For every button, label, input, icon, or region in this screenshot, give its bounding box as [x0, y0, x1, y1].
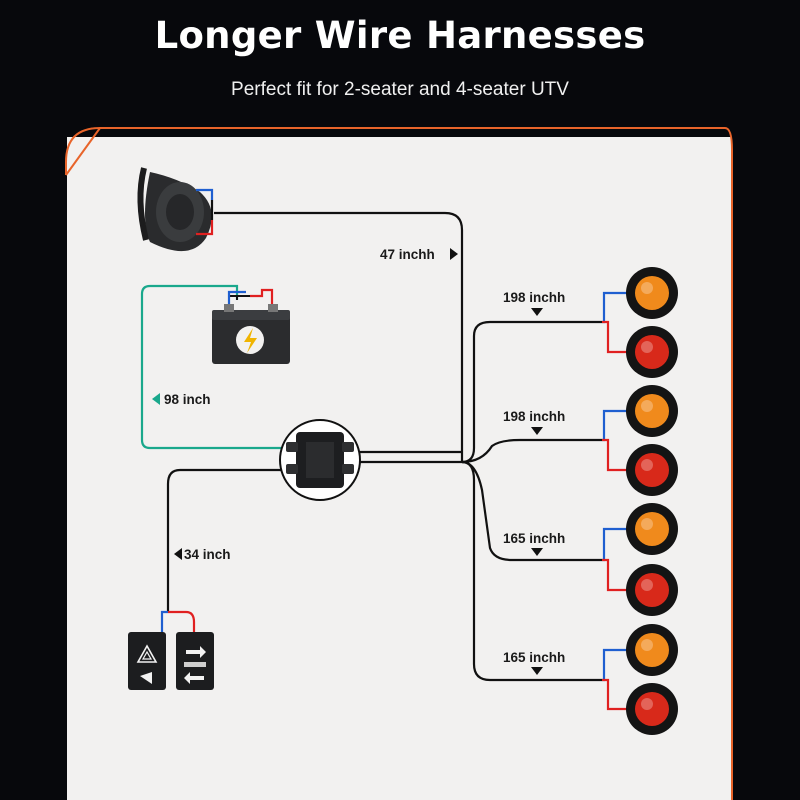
horn-wire-arrow [450, 248, 458, 260]
black-wires [166, 211, 602, 682]
switch-wire-label: 34 inch [184, 547, 231, 562]
red-wire [602, 438, 628, 472]
amber-light-icon [626, 385, 678, 437]
light-group-3-label: 165 inchh [503, 531, 565, 546]
horn-icon [137, 167, 214, 252]
red-light-icon [626, 326, 678, 378]
red-light-icon [626, 444, 678, 496]
red-wire [602, 678, 628, 711]
light-group-4-label: 165 inchh [503, 650, 565, 665]
wire-labels: 47 inchh 98 inch 34 inch 198 inchh 198 i… [152, 247, 565, 675]
red-wire [602, 320, 628, 354]
accent-border-cut [65, 127, 101, 176]
light-group-1-label: 198 inchh [503, 290, 565, 305]
light-group-4-arrow [531, 667, 543, 675]
page-subtitle: Perfect fit for 2-seater and 4-seater UT… [231, 79, 569, 100]
battery-wire-arrow [152, 393, 160, 405]
hazard-switch-icon [128, 632, 166, 690]
light-group-3-arrow [531, 548, 543, 556]
horn-wire-label: 47 inchh [380, 247, 435, 262]
rocker-switches [128, 610, 214, 690]
turn-signal-switch-icon [176, 632, 214, 690]
marker-lights [626, 267, 678, 735]
red-wire [602, 558, 628, 592]
amber-light-icon [626, 503, 678, 555]
battery-wire-label: 98 inch [164, 392, 211, 407]
accent-border-left [65, 127, 733, 800]
amber-light-icon [626, 624, 678, 676]
battery-icon [212, 288, 290, 364]
light-group-2-arrow [531, 427, 543, 435]
junction-box-icon [279, 419, 361, 501]
teal-wire [140, 284, 292, 450]
red-light-icon [626, 683, 678, 735]
light-group-1-arrow [531, 308, 543, 316]
switch-wire-arrow [174, 548, 182, 560]
light-group-2-label: 198 inchh [503, 409, 565, 424]
amber-light-icon [626, 267, 678, 319]
light-wires [602, 291, 628, 711]
page-title: Longer Wire Harnesses [154, 14, 646, 57]
red-light-icon [626, 564, 678, 616]
